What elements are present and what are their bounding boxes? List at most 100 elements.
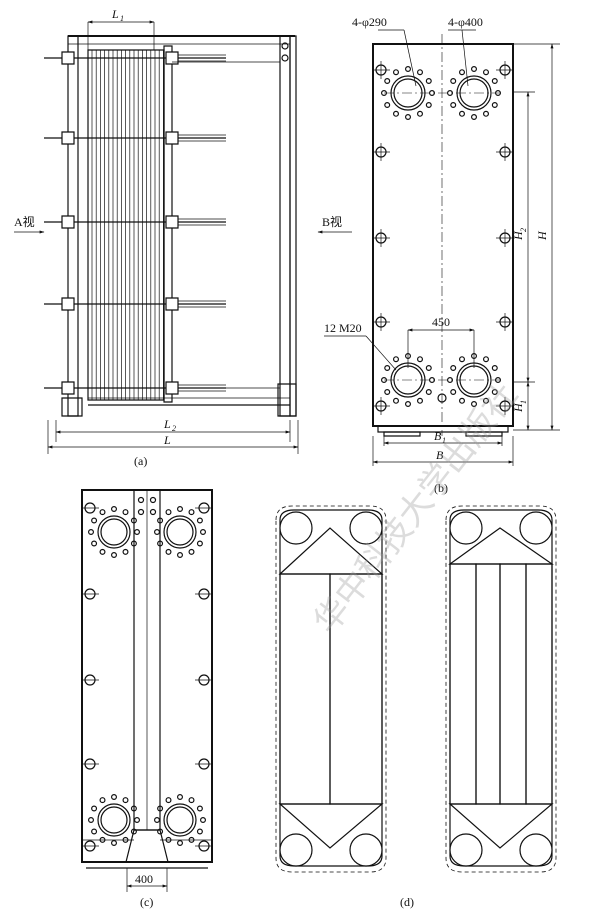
dim-l1-label: L (111, 7, 119, 21)
flange-bolt (166, 510, 171, 515)
flange-bolt (394, 70, 399, 75)
dim-400-label: 400 (135, 872, 153, 886)
dim-b-label: B (436, 448, 444, 462)
flange-bolt (123, 838, 128, 843)
dim-h1-subscript: 1 (519, 400, 528, 404)
flange-bolt (100, 510, 105, 515)
flange-bolt (158, 829, 163, 834)
tie-rod-nut (62, 298, 74, 310)
tie-rod-nut (62, 132, 74, 144)
plate-pack-lines (92, 50, 163, 400)
dim-h1-label: H (511, 402, 525, 413)
side-bolts-c (81, 503, 213, 851)
flange-bolt (178, 795, 183, 800)
tie-rod-nut (166, 216, 178, 228)
port-opening (167, 519, 193, 545)
flange-bolt (123, 510, 128, 515)
flange-bolt (158, 806, 163, 811)
port-opening (101, 807, 127, 833)
view-b: 4-φ290 4-φ400 12 M20 450 H H 2 H 1 B 1 (324, 15, 560, 495)
flange-bolt (123, 550, 128, 555)
flange-bolt (100, 798, 105, 803)
tie-rod-nut (166, 298, 178, 310)
flange-bolt (132, 806, 137, 811)
flange-bolt (198, 829, 203, 834)
port-outer (164, 804, 196, 836)
plate-single-pass (276, 506, 386, 872)
flange-bolt (406, 67, 411, 72)
port-outer (98, 516, 130, 548)
flange-bolt (112, 553, 117, 558)
flange-bolt (406, 402, 411, 407)
flange-bolt (89, 530, 94, 535)
tie-rod-nut (62, 52, 74, 64)
flange-bolt (451, 390, 456, 395)
flange-bolt (460, 398, 465, 403)
arrow-a-label: A视 (14, 214, 35, 229)
flange-bolt (155, 818, 160, 823)
flange-bolt (385, 79, 390, 84)
publisher-watermark: 华中科技大学出版社 (306, 376, 526, 642)
bolts-label: 12 M20 (324, 321, 362, 335)
flange-bolt (418, 357, 423, 362)
flange-bolt (92, 829, 97, 834)
flange-bolt (492, 103, 497, 108)
foot-right (278, 384, 296, 416)
dim-l2-label: L (163, 417, 171, 431)
flange-bolt (492, 79, 497, 84)
flange-bolt (112, 507, 117, 512)
flange-bolt (178, 841, 183, 846)
flange-bolt (158, 518, 163, 523)
flange-bolt (484, 70, 489, 75)
caption-c: (c) (140, 895, 153, 909)
dim-l-label: L (163, 433, 171, 447)
ports-b (382, 67, 501, 407)
ports-large-label: 4-φ400 (448, 15, 483, 29)
drain-port (438, 394, 446, 402)
view-d: (d) (276, 506, 556, 909)
flange-bolt (426, 79, 431, 84)
flange-bolt (189, 838, 194, 843)
flange-bolt (460, 70, 465, 75)
flange-bolt (451, 366, 456, 371)
tie-rod-nut (166, 52, 178, 64)
flange-bolt (394, 398, 399, 403)
flange-bolt (100, 838, 105, 843)
port-opening (167, 807, 193, 833)
base-plate (378, 426, 508, 432)
dim-h2-subscript: 2 (519, 228, 528, 232)
foot-left (62, 398, 82, 416)
flange-bolt (472, 115, 477, 120)
flange-bolt (472, 402, 477, 407)
tie-rod-nut (166, 132, 178, 144)
flange-bolt (198, 541, 203, 546)
dim-l2-subscript: 2 (172, 424, 176, 433)
port-opening (101, 519, 127, 545)
flange-bolt (189, 510, 194, 515)
dim-l1-subscript: 1 (120, 14, 124, 23)
flange-bolt (198, 518, 203, 523)
caption-a: (a) (134, 454, 147, 468)
flange-bolt (460, 357, 465, 362)
flange-bolt (394, 111, 399, 116)
flange-bolt (394, 357, 399, 362)
plate-multi-channel (446, 506, 556, 872)
flange-bolt (89, 818, 94, 823)
flange-bolt (123, 798, 128, 803)
flange-bolt (100, 550, 105, 555)
tie-rod-nut (62, 382, 74, 394)
flange-bolt (492, 366, 497, 371)
flange-bolt (201, 530, 206, 535)
flange-bolt (484, 357, 489, 362)
flange-bolt (426, 366, 431, 371)
flange-bolt (132, 541, 137, 546)
flange-bolt (166, 798, 171, 803)
flange-bolt (112, 795, 117, 800)
dim-b1-label: B (434, 429, 442, 443)
ports-small-label: 4-φ290 (352, 15, 387, 29)
ports-c (89, 507, 206, 846)
dim-h2-label: H (511, 230, 525, 241)
flange-bolt (189, 798, 194, 803)
flange-bolt (426, 103, 431, 108)
